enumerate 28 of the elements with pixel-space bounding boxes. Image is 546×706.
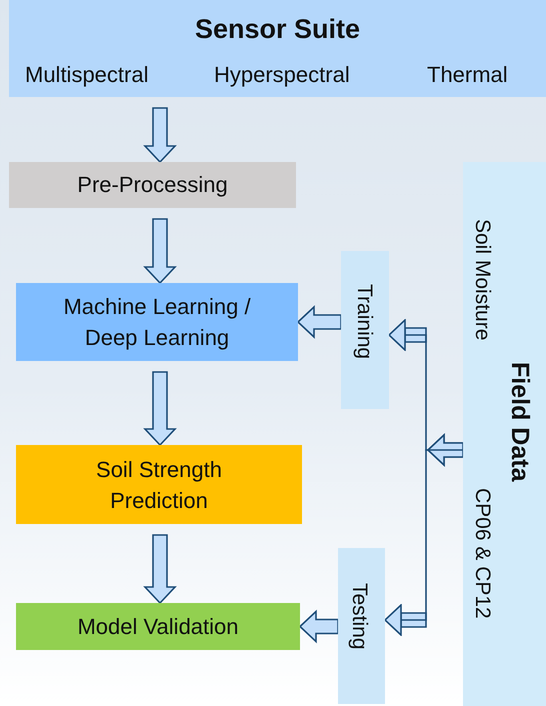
block-arrow	[296, 305, 342, 339]
box-label: Pre-Processing	[76, 171, 229, 199]
title: Sensor Suite	[194, 14, 362, 45]
sensor-label: Thermal	[427, 62, 508, 88]
data-panel	[463, 162, 546, 706]
box-label: Machine Learning / Deep Learning	[62, 293, 252, 352]
process-box	[16, 603, 300, 650]
sensor-label: Hyperspectral	[214, 62, 350, 88]
block-arrow	[298, 610, 339, 644]
box-label: Training	[352, 284, 376, 360]
process-box	[16, 445, 302, 524]
box-label: Model Validation	[76, 612, 240, 640]
panel-title: Field Data	[505, 362, 534, 482]
sensor-label: Multispectral	[25, 62, 148, 88]
box-label: Testing	[347, 583, 371, 650]
process-box	[16, 283, 298, 361]
box-label: Soil Strength Prediction	[95, 456, 223, 514]
split-arrow	[384, 433, 464, 636]
block-arrow	[143, 371, 177, 446]
block-arrow	[143, 534, 177, 604]
panel-label: CP06 & CP12	[470, 488, 494, 619]
block-arrow	[143, 107, 177, 164]
panel-label: Soil Moisture	[470, 219, 494, 340]
data-box	[338, 548, 385, 704]
header-box	[9, 0, 546, 97]
block-arrow	[143, 218, 177, 284]
data-box	[341, 251, 389, 409]
process-box	[9, 162, 296, 208]
